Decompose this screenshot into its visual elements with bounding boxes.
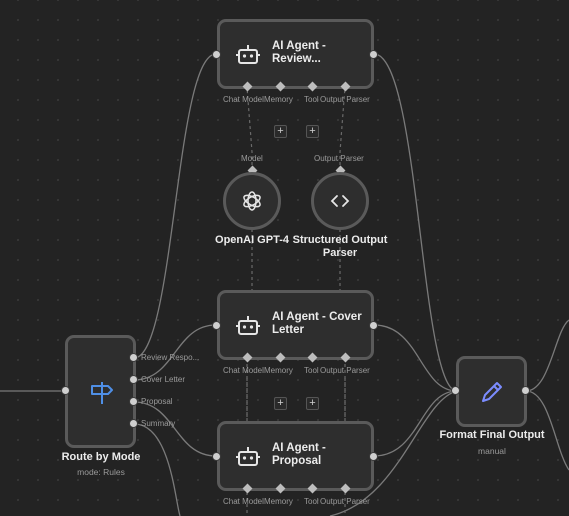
agent-review-node[interactable]: AI Agent - Review... [217, 19, 374, 89]
wire-review-format [373, 53, 458, 392]
wire-router-summary [133, 423, 181, 516]
agent-proposal-chatmodel-label: Chat Model [223, 497, 264, 506]
robot-icon [236, 447, 260, 466]
router-output-port-4[interactable] [129, 419, 138, 428]
wire-router-review [133, 53, 217, 359]
agent-review-chatmodel-label: Chat Model [223, 95, 264, 104]
format-node[interactable] [456, 356, 527, 427]
robot-icon [236, 45, 260, 64]
agent-review-input-port[interactable] [212, 50, 221, 59]
parser-port-label: Output Parser [314, 154, 364, 163]
agent-review-add-memory-button[interactable]: + [274, 125, 287, 138]
openai-node[interactable] [223, 172, 281, 230]
wire-router-proposal [133, 401, 217, 457]
router-output-port-1[interactable] [129, 353, 138, 362]
wire-format-out-2 [525, 390, 569, 471]
router-output-label-2: Cover Letter [141, 375, 186, 384]
agent-cover-parser-label: Output Parser [320, 366, 370, 375]
format-output-port[interactable] [521, 386, 530, 395]
agent-cover-add-memory-button[interactable]: + [274, 397, 287, 410]
agent-cover-add-tool-button[interactable]: + [306, 397, 319, 410]
agent-proposal-input-port[interactable] [212, 452, 221, 461]
wire-format-out-1 [525, 319, 569, 392]
openai-port-label: Model [241, 154, 263, 163]
agent-proposal-memory-label: Memory [264, 497, 293, 506]
pencil-icon [482, 382, 502, 402]
agent-review-title: AI Agent - Review... [272, 40, 326, 65]
format-subtitle: manual [478, 446, 506, 456]
robot-icon [236, 316, 260, 335]
agent-cover-title: AI Agent - Cover Letter [272, 311, 362, 336]
agent-proposal-title: AI Agent - Proposal [272, 442, 326, 467]
agent-review-parser-label: Output Parser [320, 95, 370, 104]
agent-proposal-node[interactable]: AI Agent - Proposal [217, 421, 374, 491]
wire-cover-format [373, 324, 458, 392]
wire-router-cover [133, 324, 217, 381]
agent-cover-tool-label: Tool [304, 366, 319, 375]
router-output-label-4: Summary [141, 419, 176, 428]
agent-review-output-port[interactable] [369, 50, 378, 59]
agent-proposal-tool-label: Tool [304, 497, 319, 506]
router-subtitle: mode: Rules [77, 467, 125, 477]
wire-offscreen-format [329, 390, 458, 516]
agent-review-memory-label: Memory [264, 95, 293, 104]
wire-proposal-format [373, 390, 458, 457]
parser-name: Structured Output Parser [292, 234, 388, 259]
router-output-port-2[interactable] [129, 375, 138, 384]
router-output-label-3: Proposal [141, 397, 173, 406]
wire-model-review [246, 86, 253, 171]
agent-proposal-output-port[interactable] [369, 452, 378, 461]
agent-cover-node[interactable]: AI Agent - Cover Letter [217, 290, 374, 360]
format-name: Format Final Output [439, 429, 545, 441]
agent-review-add-tool-button[interactable]: + [306, 125, 319, 138]
openai-name: OpenAI GPT-4 [215, 234, 289, 246]
agent-cover-chatmodel-label: Chat Model [223, 366, 264, 375]
agent-cover-memory-label: Memory [264, 366, 293, 375]
wire-parser-review [339, 86, 346, 171]
router-node[interactable] [65, 335, 136, 448]
format-input-port[interactable] [451, 386, 460, 395]
agent-review-tool-label: Tool [304, 95, 319, 104]
router-name: Route by Mode [61, 451, 141, 463]
agent-proposal-parser-label: Output Parser [320, 497, 370, 506]
agent-cover-output-port[interactable] [369, 321, 378, 330]
router-output-label-1: Review Respo... [141, 353, 200, 362]
parser-node[interactable] [311, 172, 369, 230]
openai-icon [243, 191, 261, 211]
router-output-port-3[interactable] [129, 397, 138, 406]
router-input-port[interactable] [61, 386, 70, 395]
agent-cover-input-port[interactable] [212, 321, 221, 330]
signpost-icon [91, 382, 113, 404]
code-icon [330, 195, 350, 207]
